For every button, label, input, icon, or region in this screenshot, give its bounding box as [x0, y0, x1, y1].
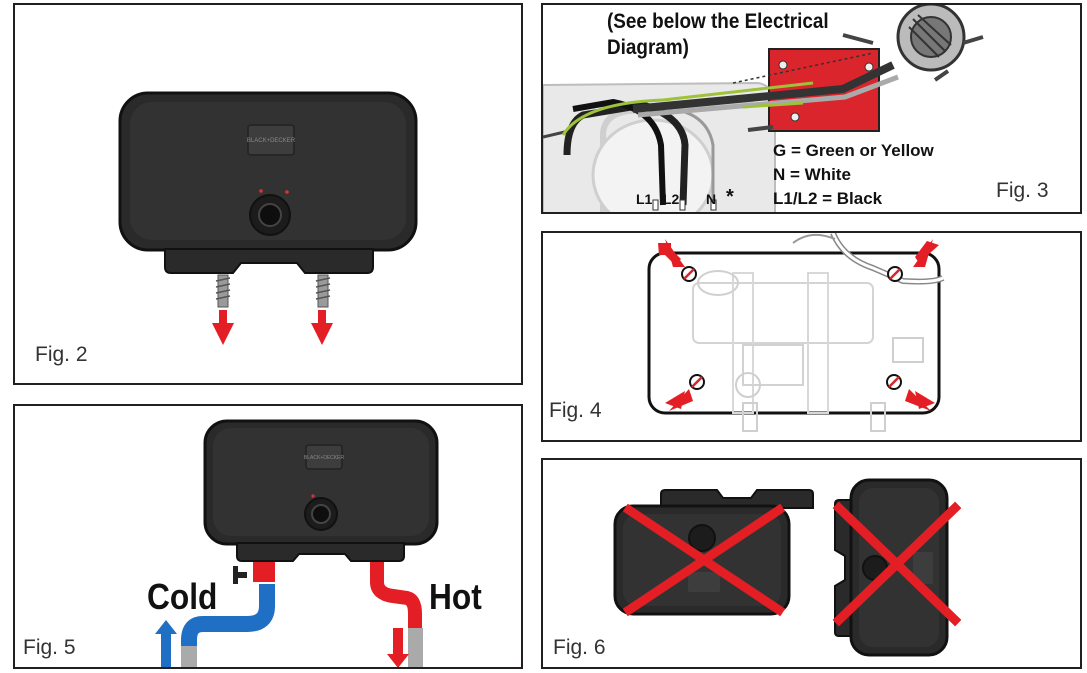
screw-top-right-icon — [887, 266, 903, 282]
fig3-illustration — [543, 5, 984, 212]
fig3-asterisk: * — [726, 186, 734, 208]
screw-right-icon — [315, 274, 331, 308]
fig6-label: Fig. 6 — [553, 636, 606, 659]
fig6-illustration — [613, 478, 962, 657]
fig3-legend-l: L1/L2 = Black — [773, 189, 883, 208]
wire-ground — [561, 81, 814, 136]
fig3-note-line2: Diagram) — [607, 36, 689, 59]
fig3-legend-n: N = White — [773, 165, 851, 184]
knob-center — [258, 203, 282, 227]
screw-bottom-left-icon — [689, 374, 705, 390]
fig3-label: Fig. 3 — [996, 179, 1049, 202]
arrow-down-right-icon — [311, 310, 333, 345]
screw-top-left-icon — [681, 266, 697, 282]
fig2-illustration: BLACK+DECKER — [118, 91, 418, 345]
fig3-legend-g: G = Green or Yellow — [773, 141, 934, 160]
fig2-panel: BLACK+DECKER Fig. 2 — [13, 3, 523, 385]
fig3-note-line1: (See below the Electrical — [607, 10, 829, 33]
fig4-illustration — [647, 233, 945, 432]
cold-label: Cold — [147, 576, 218, 617]
fig2-label: Fig. 2 — [35, 343, 88, 366]
brand-badge — [305, 444, 343, 470]
fig3-panel: (See below the Electrical Diagram) G = G… — [541, 3, 1082, 214]
heater-face — [130, 102, 406, 240]
fig4-panel: Fig. 4 — [541, 231, 1082, 442]
heater-back-outline — [647, 251, 941, 415]
arrow-down-left-icon — [212, 310, 234, 345]
bottom-bracket — [164, 248, 374, 274]
arrow-cold-in-icon — [155, 620, 177, 667]
prohibited-x-icon — [832, 501, 962, 627]
cold-pipe — [181, 584, 275, 667]
fig3-wire-l1-label: L1 — [636, 191, 653, 207]
fig3-wire-l2-label: L2 — [663, 191, 680, 207]
fig5-panel: BLACK+DECKER Cold Hot Fig. 5 — [13, 404, 523, 669]
fig5-illustration: BLACK+DECKER — [155, 419, 439, 667]
screw-icon — [842, 33, 874, 45]
fig4-label: Fig. 4 — [549, 399, 602, 422]
hot-pipe — [370, 562, 422, 636]
fig3-wire-n-label: N — [706, 191, 717, 207]
hot-label: Hot — [429, 576, 482, 617]
fig6-panel: Fig. 6 — [541, 458, 1082, 669]
brand-badge-text: BLACK+DECKER — [247, 138, 296, 144]
cold-valve — [253, 562, 275, 582]
screw-left-icon — [215, 274, 231, 308]
bottom-bracket — [236, 542, 405, 562]
brand-badge-text: BLACK+DECKER — [304, 455, 345, 461]
brand-badge — [247, 124, 295, 156]
arrow-hot-out-icon — [387, 628, 409, 667]
fig5-label: Fig. 5 — [23, 636, 76, 659]
screw-bottom-right-icon — [886, 374, 902, 390]
prohibited-x-icon — [622, 503, 786, 617]
